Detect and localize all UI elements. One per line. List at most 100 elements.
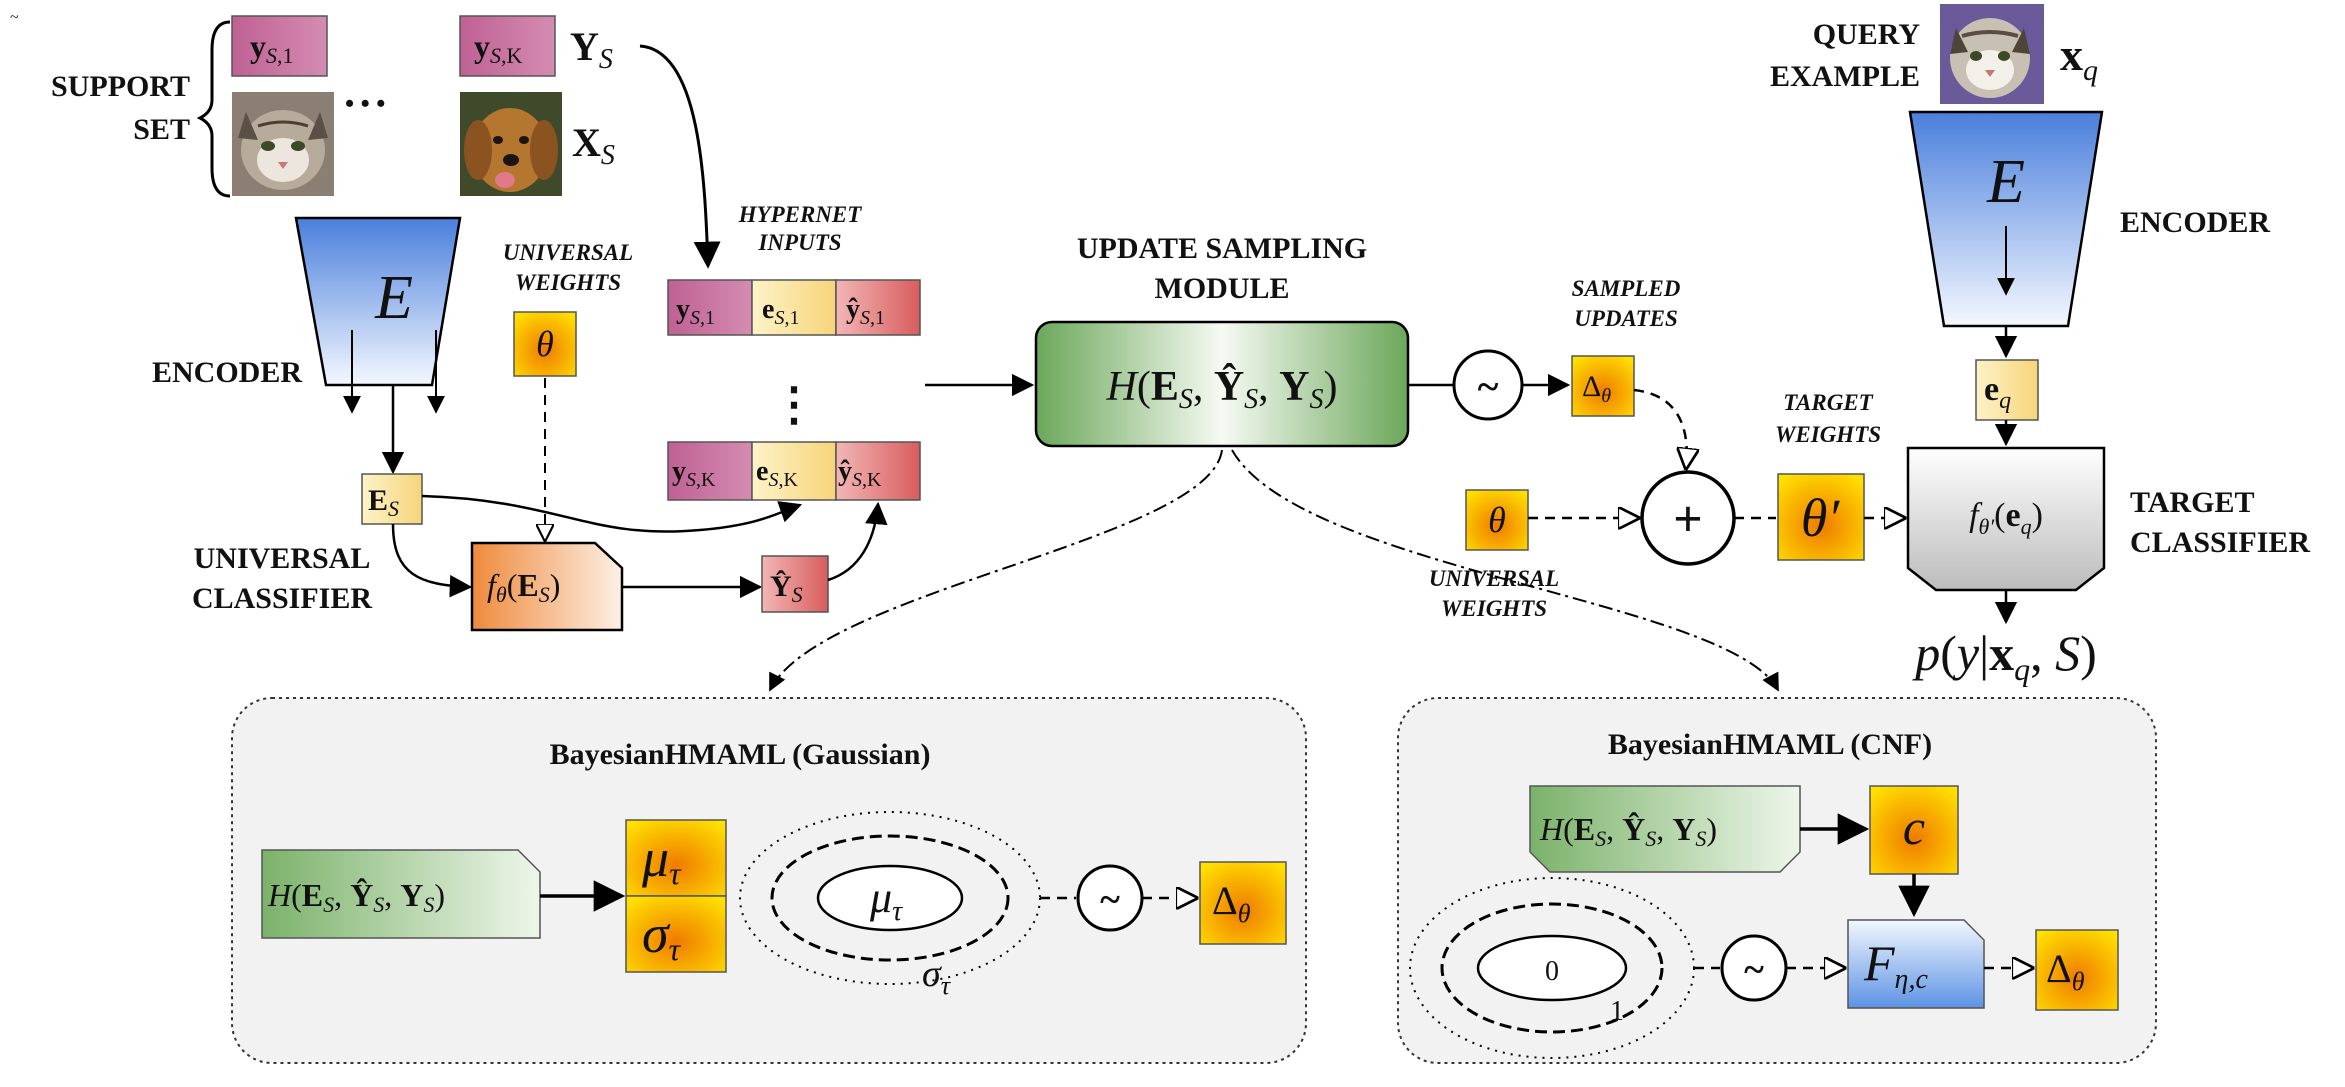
math-Y-S: YS: [570, 24, 613, 75]
svg-text:eq: eq: [1984, 371, 2011, 414]
universal-weights-left-1: UNIVERSAL: [503, 240, 633, 265]
svg-text:yS,1: yS,1: [676, 294, 715, 329]
universal-weights-right-2: WEIGHTS: [1441, 596, 1547, 621]
math-X-S: XS: [572, 120, 615, 171]
encoder-left: [294, 216, 462, 387]
update-sampling-1: UPDATE SAMPLING: [1077, 232, 1367, 265]
cnf-inner-contour: [1476, 934, 1628, 1002]
cnf-zero: 0: [1545, 956, 1559, 987]
target-classifier-1: TARGET: [2130, 486, 2254, 519]
corner-mark: ~: [10, 9, 19, 26]
svg-text:θ′: θ′: [1801, 488, 1841, 548]
gaussian-inner-contour: [816, 864, 964, 932]
svg-text:~: ~: [1100, 879, 1120, 921]
predicted-Y-hat-S: ŶS: [761, 555, 829, 613]
universal-weights-right-1: UNIVERSAL: [1429, 566, 1559, 591]
arrow-YhatS-to-hypernet: [827, 501, 888, 582]
delta-theta-gaussian: Δθ: [1199, 861, 1287, 945]
cnf-flow-F: Fη,c: [1847, 919, 1985, 1009]
support-label-2: SET: [133, 113, 190, 146]
svg-text:στ: στ: [642, 904, 682, 967]
svg-text:ŷS,K: ŷS,K: [838, 456, 882, 491]
cnf-hypernet-H: H(ES, ŶS, YS): [1529, 785, 1801, 873]
cnf-one: 1: [1610, 996, 1624, 1027]
svg-text:eS,K: eS,K: [756, 456, 798, 491]
universal-classifier-1: UNIVERSAL: [194, 542, 371, 575]
support-cat-image: [232, 92, 334, 196]
sampler-top: ~: [1452, 349, 1524, 421]
svg-text:~: ~: [1478, 364, 1499, 409]
support-label-1: SUPPORT: [51, 70, 190, 103]
svg-text:μτ: μτ: [641, 828, 682, 891]
svg-text:yS,K: yS,K: [672, 456, 716, 491]
gaussian-sigma-tau: στ: [625, 895, 727, 973]
encoder-right-label: ENCODER: [2120, 206, 2270, 239]
gaussian-hypernet-H: H(ES, ŶS, YS): [261, 849, 541, 939]
sampler-cnf: ~: [1720, 934, 1788, 1002]
support-dog-image: [460, 92, 562, 196]
encoder-left-label: ENCODER: [152, 356, 302, 389]
svg-text:θ: θ: [1488, 500, 1506, 540]
svg-text:θ: θ: [536, 324, 554, 364]
label-y-s1: yS,1: [231, 15, 328, 77]
svg-text:yS,K: yS,K: [474, 28, 523, 68]
connector-to-gaussian: [769, 449, 1223, 692]
plus-node: +: [1640, 470, 1736, 566]
panel-cnf-title: BayesianHMAML (CNF): [1608, 728, 1932, 761]
hypernet-row-k: yS,K eS,K ŷS,K: [667, 441, 921, 501]
sampled-updates-2: UPDATES: [1574, 306, 1678, 331]
output-probability: p(y|xq, S): [1912, 625, 2097, 687]
support-ellipsis: • • •: [345, 89, 385, 118]
theta-right: θ: [1465, 489, 1529, 551]
hypernet-inputs-1: HYPERNET: [738, 202, 863, 227]
delta-theta-cnf: Δθ: [2035, 929, 2119, 1011]
query-embedding-e-q: eq: [1975, 359, 2039, 421]
svg-text:ŷS,1: ŷS,1: [846, 294, 885, 329]
theta-prime: θ′: [1777, 473, 1865, 561]
panel-cnf: BayesianHMAML (CNF) H(ES, ŶS, YS) c 0 1 …: [1397, 697, 2157, 1064]
svg-text:μτ: μτ: [869, 873, 903, 927]
target-weights-2: WEIGHTS: [1775, 422, 1881, 447]
cnf-condition-c: c: [1869, 785, 1959, 875]
panel-gaussian-title: BayesianHMAML (Gaussian): [550, 738, 931, 771]
theta-left: θ: [513, 311, 577, 377]
gaussian-middle-contour: [770, 834, 1010, 962]
svg-text:fθ(ES): fθ(ES): [487, 567, 560, 607]
connector-to-cnf: [1231, 449, 1779, 692]
sampler-gaussian: ~: [1076, 864, 1144, 932]
hypernet-row-1: yS,1 eS,1 ŷS,1: [667, 279, 921, 336]
universal-classifier-2: CLASSIFIER: [192, 582, 372, 615]
sampled-updates-1: SAMPLED: [1572, 276, 1681, 301]
arrow-ES-to-hypernet: [421, 494, 803, 533]
panel-gaussian: BayesianHMAML (Gaussian) H(ES, ŶS, YS) μ…: [231, 697, 1307, 1064]
svg-text:H(ES, ŶS, YS): H(ES, ŶS, YS): [1539, 811, 1717, 851]
encoder-left-symbol: E: [374, 264, 413, 332]
hypernet-inputs-2: INPUTS: [757, 230, 841, 255]
svg-text:ŶS: ŶS: [770, 570, 803, 607]
svg-text:H(ES, ŶS, YS): H(ES, ŶS, YS): [267, 877, 445, 917]
embedding-E-S: ES: [361, 473, 423, 525]
svg-text:H(ES, ŶS, YS): H(ES, ŶS, YS): [1105, 363, 1337, 415]
query-example-1: QUERY: [1813, 18, 1921, 51]
cnf-middle-contour: [1440, 902, 1664, 1034]
svg-text:eS,1: eS,1: [762, 294, 799, 329]
universal-weights-left-2: WEIGHTS: [515, 270, 621, 295]
svg-text:Δθ: Δθ: [1582, 370, 1611, 407]
encoder-right-symbol: E: [1986, 148, 2025, 216]
arrow-ES-to-classifier: [391, 523, 473, 598]
svg-text:Δθ: Δθ: [1212, 878, 1251, 928]
arrow-YS-to-hypernet: [639, 44, 721, 269]
target-classifier-box: fθ′(eq): [1906, 446, 2106, 592]
delta-theta-top: Δθ: [1571, 355, 1635, 417]
hypernet-vertical-dots: ⋮: [771, 379, 817, 430]
update-sampling-module: H(ES, ŶS, YS): [1034, 320, 1410, 448]
svg-text:Δθ: Δθ: [2046, 946, 2085, 996]
encoder-right: [1908, 110, 2104, 328]
svg-text:+: +: [1673, 491, 1703, 548]
query-example-2: EXAMPLE: [1770, 60, 1920, 93]
svg-text:~: ~: [1744, 949, 1764, 991]
query-cat-image: [1940, 4, 2044, 104]
target-weights-1: TARGET: [1783, 390, 1873, 415]
